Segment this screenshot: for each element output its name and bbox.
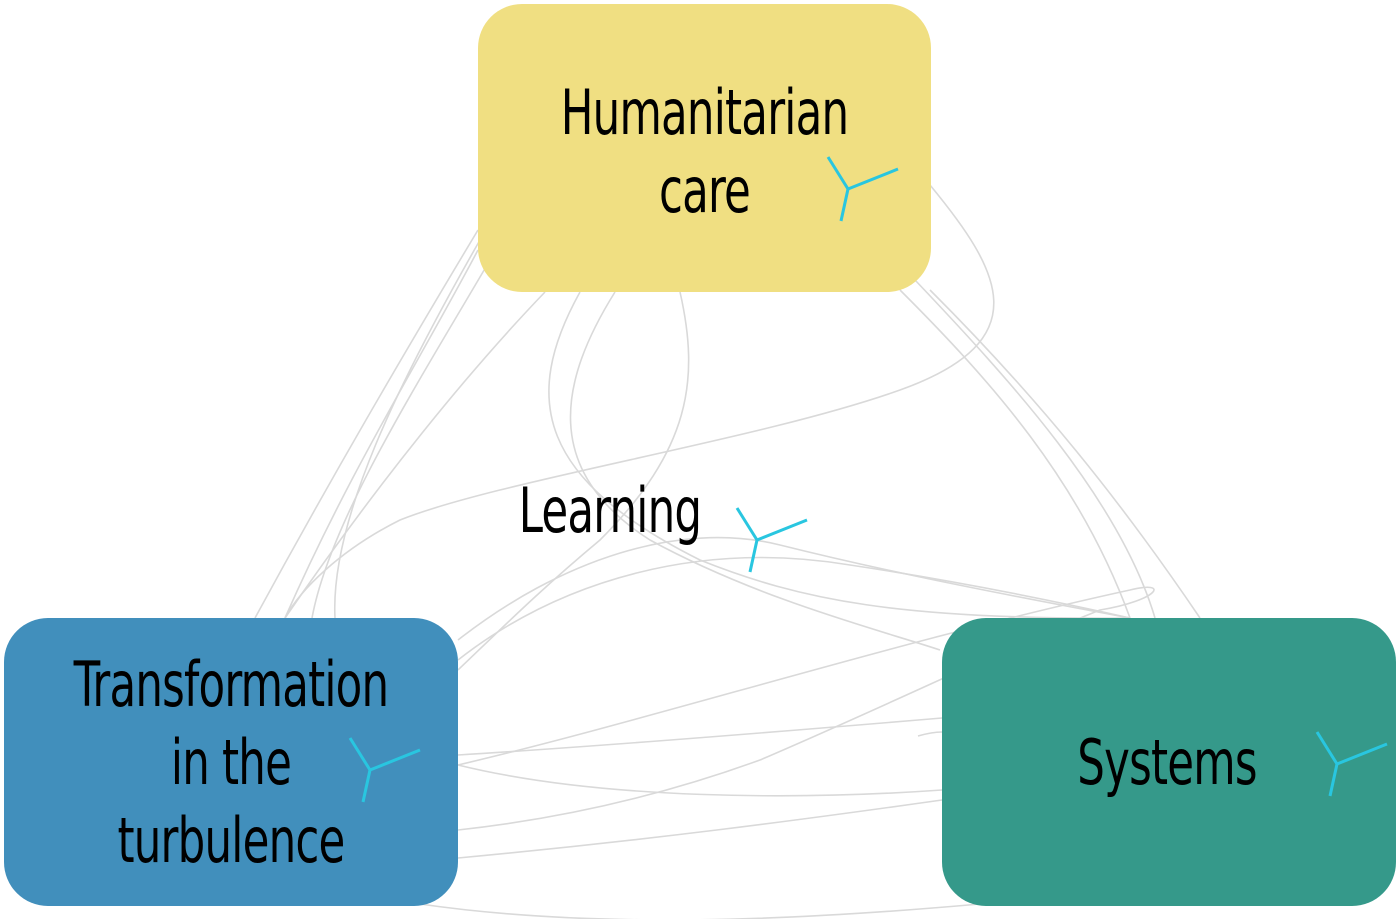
three-prong-icon <box>348 737 421 803</box>
node-transformation[interactable]: Transformation in the turbulence <box>4 618 458 906</box>
node-transformation-line3: turbulence <box>117 804 345 877</box>
node-humanitarian-care-label: Humanitarian care <box>559 74 850 230</box>
node-humanitarian-care-line1: Humanitarian <box>560 76 849 149</box>
three-prong-icon <box>826 156 899 222</box>
node-transformation-label: Transformation in the turbulence <box>62 646 401 880</box>
node-systems-label: Systems <box>1077 726 1257 799</box>
node-transformation-line1: Transformation <box>73 648 389 721</box>
node-systems[interactable]: Systems <box>942 618 1396 906</box>
center-label-learning[interactable]: Learning <box>518 474 702 547</box>
three-prong-icon <box>735 507 808 573</box>
node-humanitarian-care-line2: care <box>658 154 751 227</box>
node-transformation-line2: in the <box>170 726 292 799</box>
node-humanitarian-care[interactable]: Humanitarian care <box>478 4 931 292</box>
three-prong-icon <box>1315 731 1388 797</box>
